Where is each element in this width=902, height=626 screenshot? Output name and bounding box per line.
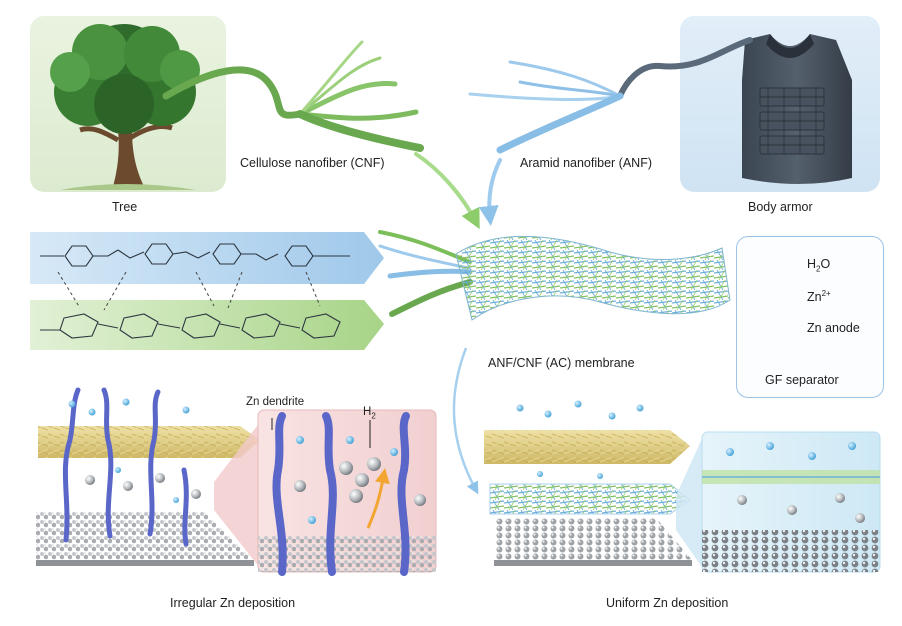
legend-zn-anode-label: Zn anode bbox=[807, 321, 860, 335]
tree-illustration-icon bbox=[50, 24, 200, 190]
h2-label: H2 bbox=[363, 406, 376, 420]
legend-h2o-sub: 2 bbox=[816, 264, 821, 274]
legend-row-gf-separator: GF separator bbox=[737, 369, 883, 393]
membrane-input-fibers bbox=[378, 230, 473, 317]
anf-label: Aramid nanofiber (ANF) bbox=[520, 156, 652, 170]
cnf-fiber-bundle bbox=[162, 40, 480, 230]
hydrogen-bonds bbox=[57, 271, 321, 311]
body-armor-panel bbox=[680, 16, 880, 192]
h2-evolution-arrow bbox=[366, 468, 390, 529]
legend-zn-ion-label: Zn2+ bbox=[807, 289, 831, 304]
legend-row-h2o: H2O bbox=[737, 253, 883, 277]
h2-label-base: H bbox=[363, 406, 372, 418]
body-armor-vest-icon bbox=[742, 34, 852, 184]
uniform-zoom-panel bbox=[701, 431, 881, 573]
membrane-label: ANF/CNF (AC) membrane bbox=[488, 356, 635, 370]
legend-h2o-base: H bbox=[807, 257, 817, 271]
legend-h2o-label: H2O bbox=[807, 257, 830, 274]
zn-dendrite-label: Zn dendrite bbox=[246, 396, 305, 408]
legend-row-zn-anode: Zn anode bbox=[737, 317, 883, 341]
tree-panel bbox=[30, 16, 226, 192]
body-armor-label: Body armor bbox=[748, 200, 813, 214]
cellulose-chain-band bbox=[30, 300, 384, 350]
aramid-chain-band bbox=[30, 232, 384, 284]
legend-row-zn-ion: Zn2+ bbox=[737, 285, 883, 309]
cnf-label: Cellulose nanofiber (CNF) bbox=[240, 156, 385, 170]
legend-h2o-tail: O bbox=[820, 257, 831, 271]
legend-box: H2O Zn2+ Zn anode GF separator bbox=[736, 236, 884, 398]
ions-cluster-left bbox=[68, 398, 201, 503]
h2-label-sub: 2 bbox=[371, 411, 376, 421]
legend-zn-sup: 2+ bbox=[821, 289, 831, 298]
membrane-to-uniform-arrow bbox=[452, 347, 479, 495]
tree-label: Tree bbox=[112, 200, 138, 214]
legend-gf-separator-label: GF separator bbox=[765, 373, 839, 387]
irregular-deposition-scene bbox=[36, 387, 260, 568]
irregular-caption: Irregular Zn deposition bbox=[170, 596, 296, 610]
uniform-caption: Uniform Zn deposition bbox=[606, 596, 729, 610]
dendrite-zoom-panel bbox=[257, 409, 437, 576]
legend-zn-base: Zn bbox=[807, 290, 822, 305]
ions-cluster-right bbox=[516, 400, 644, 479]
uniform-deposition-scene bbox=[484, 400, 704, 570]
anf-fiber-bundle bbox=[468, 37, 753, 226]
ac-membrane bbox=[455, 235, 731, 321]
